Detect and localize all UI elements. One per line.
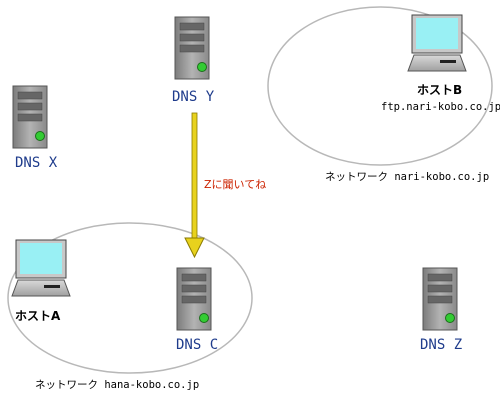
- dns-z-server: DNS Z: [420, 267, 462, 353]
- query-arrow: [184, 112, 205, 259]
- dns-c-server: DNS C: [176, 267, 218, 353]
- query-message: Zに聞いてね: [204, 178, 266, 191]
- host-a-label: ホストA: [15, 309, 61, 323]
- network-nari-boundary: [267, 6, 493, 166]
- host-a: ホストA: [11, 239, 71, 323]
- server-icon: [176, 267, 212, 331]
- network-nari-label: ネットワーク nari-kobo.co.jp: [325, 171, 489, 183]
- arrow-head-icon: [184, 237, 205, 259]
- computer-icon: [11, 239, 71, 297]
- host-b-label: ホストB: [417, 83, 462, 97]
- server-icon: [174, 16, 210, 80]
- dns-c-label: DNS C: [176, 337, 218, 353]
- host-b: ホストB ftp.nari-kobo.co.jp: [381, 14, 500, 113]
- server-icon: [12, 85, 48, 149]
- dns-x-label: DNS X: [15, 155, 58, 171]
- dns-y-server: DNS Y: [172, 16, 215, 105]
- dns-z-label: DNS Z: [420, 337, 462, 353]
- network-hana-boundary: [7, 222, 253, 374]
- dns-y-label: DNS Y: [172, 89, 215, 105]
- network-hana-label: ネットワーク hana-kobo.co.jp: [35, 379, 199, 391]
- host-b-hostname: ftp.nari-kobo.co.jp: [381, 101, 500, 113]
- dns-x-server: DNS X: [12, 85, 58, 171]
- server-icon: [422, 267, 458, 331]
- computer-icon: [407, 14, 467, 72]
